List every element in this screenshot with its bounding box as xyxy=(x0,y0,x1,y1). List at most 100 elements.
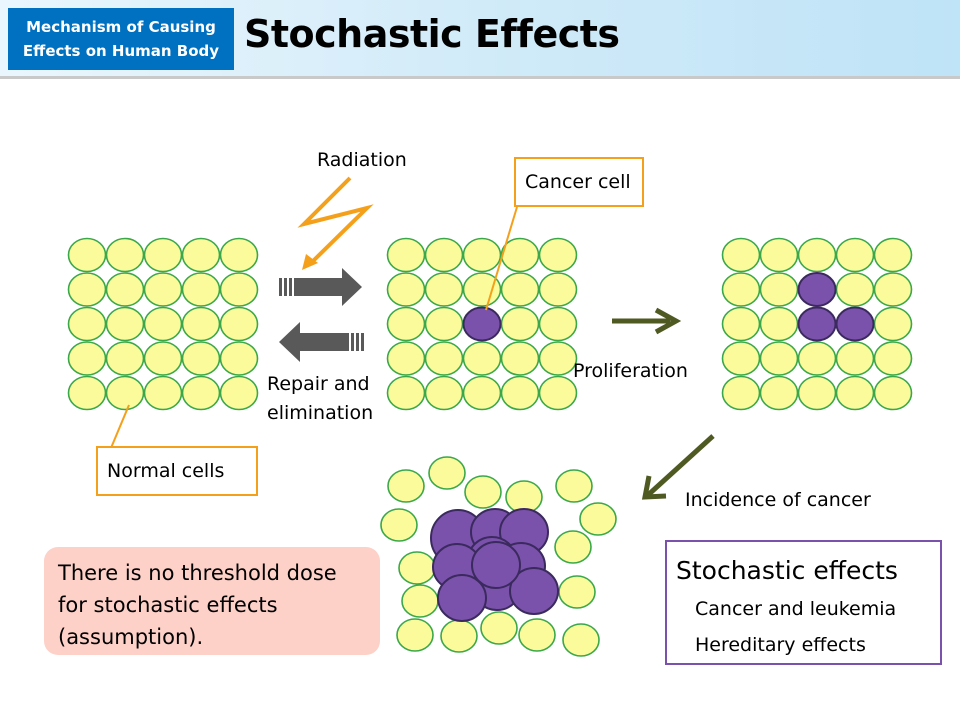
normal-cell xyxy=(721,375,761,411)
normal-cell xyxy=(105,237,145,273)
repair-label-line-2: elimination xyxy=(267,402,374,424)
normal-cell xyxy=(835,375,875,411)
proliferation-arrow-icon xyxy=(612,307,682,335)
normal-cell xyxy=(181,375,221,411)
normal-cell xyxy=(538,272,578,307)
badge-line-1: Mechanism of Causing xyxy=(26,18,216,36)
cancer-cell xyxy=(835,306,875,342)
normal-cell xyxy=(873,272,913,307)
tumor-cell xyxy=(437,574,487,622)
normal-cell xyxy=(721,237,761,273)
tumor-cell xyxy=(509,567,559,615)
normal-cell xyxy=(219,375,259,411)
normal-cell xyxy=(555,469,593,503)
tumor-cluster xyxy=(380,456,617,657)
normal-cell xyxy=(873,341,913,376)
normal-cell xyxy=(562,623,600,657)
normal-cell xyxy=(67,341,107,376)
badge-line-2: Effects on Human Body xyxy=(22,42,220,60)
normal-cell xyxy=(835,237,875,273)
normal-cell xyxy=(462,375,502,411)
normal-cell xyxy=(759,306,799,342)
normal-cell xyxy=(579,502,617,536)
normal-cell xyxy=(219,306,259,342)
normal-cell xyxy=(105,375,145,411)
normal-cell xyxy=(538,341,578,376)
effects-title: Stochastic effects xyxy=(676,556,898,585)
normal-cell xyxy=(480,611,518,645)
proliferation-label: Proliferation xyxy=(573,360,688,382)
normal-cell-grid-initial xyxy=(67,237,259,411)
normal-cell xyxy=(105,341,145,376)
normal-cell xyxy=(67,306,107,342)
normal-cell xyxy=(462,272,502,307)
normal-cell xyxy=(67,237,107,273)
normal-cell xyxy=(797,341,837,376)
normal-cell xyxy=(424,237,464,273)
normal-cell xyxy=(143,341,183,376)
normal-cell xyxy=(759,375,799,411)
normal-cell xyxy=(759,272,799,307)
forward-arrow-icon xyxy=(279,268,362,306)
section-badge: Mechanism of Causing Effects on Human Bo… xyxy=(8,8,234,70)
incidence-label: Incidence of cancer xyxy=(685,489,871,511)
repair-arrow-icon xyxy=(279,322,364,362)
normal-cell xyxy=(518,618,556,652)
cancer-cell-leader-line xyxy=(485,206,518,311)
normal-cell xyxy=(67,375,107,411)
effects-item-hereditary: Hereditary effects xyxy=(695,634,866,656)
normal-cell xyxy=(721,272,761,307)
effects-item-cancer: Cancer and leukemia xyxy=(695,598,897,620)
radiation-label: Radiation xyxy=(317,149,407,171)
cancer-cell xyxy=(462,306,502,342)
normal-cell xyxy=(386,341,426,376)
normal-cell xyxy=(500,237,540,273)
tumor-cell xyxy=(471,541,521,589)
normal-cell xyxy=(440,619,478,653)
normal-cell xyxy=(424,306,464,342)
normal-cell xyxy=(143,237,183,273)
normal-cell xyxy=(538,375,578,411)
normal-cells-leader-line xyxy=(110,404,130,449)
normal-cell xyxy=(500,306,540,342)
normal-cell xyxy=(873,237,913,273)
normal-cell xyxy=(538,237,578,273)
radiation-arrowhead-icon xyxy=(302,254,318,270)
normal-cell xyxy=(424,375,464,411)
incidence-arrow-icon xyxy=(641,434,715,500)
header-divider xyxy=(0,76,960,79)
normal-cell xyxy=(386,237,426,273)
normal-cell xyxy=(401,584,439,618)
normal-cell xyxy=(500,341,540,376)
cell-grid-irradiated xyxy=(386,237,578,411)
normal-cell xyxy=(398,551,436,585)
normal-cell xyxy=(143,272,183,307)
normal-cell xyxy=(143,375,183,411)
normal-cell xyxy=(873,375,913,411)
radiation-zigzag-icon xyxy=(297,176,374,266)
normal-cell xyxy=(428,456,466,490)
normal-cells-label: Normal cells xyxy=(107,460,225,482)
cancer-cell-callout: Cancer cell xyxy=(514,157,644,207)
cancer-cell xyxy=(797,306,837,342)
normal-cell xyxy=(387,469,425,503)
normal-cell xyxy=(462,237,502,273)
normal-cell xyxy=(500,272,540,307)
normal-cell xyxy=(386,306,426,342)
normal-cell xyxy=(181,306,221,342)
normal-cell xyxy=(721,306,761,342)
normal-cell xyxy=(219,341,259,376)
normal-cell xyxy=(558,575,596,609)
cancer-cell-label: Cancer cell xyxy=(525,171,631,193)
normal-cell xyxy=(424,272,464,307)
normal-cell xyxy=(386,375,426,411)
normal-cell xyxy=(219,272,259,307)
normal-cell xyxy=(554,530,592,564)
normal-cell xyxy=(181,237,221,273)
normal-cell xyxy=(464,475,502,509)
normal-cell xyxy=(380,508,418,542)
normal-cell xyxy=(835,341,875,376)
cell-grid-proliferation xyxy=(721,237,913,411)
normal-cell xyxy=(538,306,578,342)
